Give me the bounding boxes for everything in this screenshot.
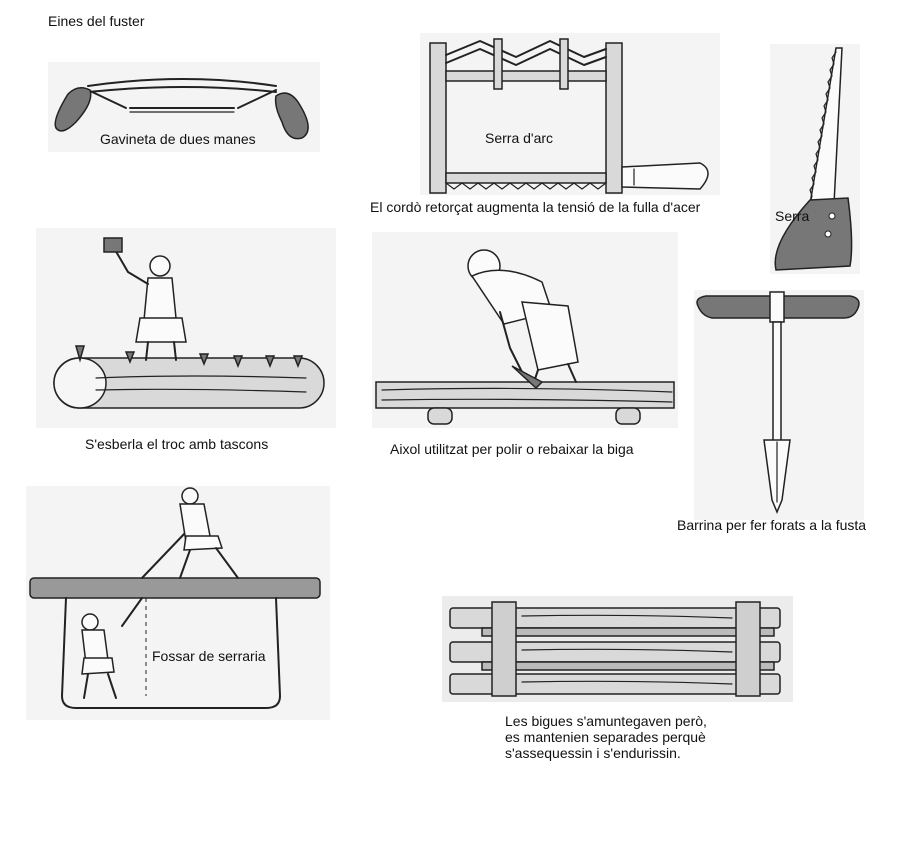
saw-pit-illustration bbox=[26, 486, 330, 720]
stacked-beams-caption-line-3: s'assequessin i s'endurissin. bbox=[505, 745, 681, 761]
auger-label: Barrina per fer forats a la fusta bbox=[677, 517, 867, 533]
drawknife-label: Gavineta de dues manes bbox=[100, 131, 256, 147]
splitting-log-illustration bbox=[36, 228, 336, 428]
stacked-beams-caption-line-2: es mantenien separades perquè bbox=[505, 729, 706, 745]
bow-saw-note: El cordò retorçat augmenta la tensió de … bbox=[370, 199, 701, 215]
splitting-label: S'esberla el troc amb tascons bbox=[85, 436, 269, 452]
saw-label: Serra bbox=[775, 208, 810, 224]
bow-saw-illustration bbox=[420, 33, 720, 195]
saw-illustration bbox=[770, 44, 860, 274]
auger-illustration bbox=[694, 290, 864, 520]
adze-illustration bbox=[372, 232, 678, 428]
stacked-beams-caption-line-1: Les bigues s'amuntegaven però, bbox=[505, 713, 707, 729]
stacked-beams-caption: Les bigues s'amuntegaven però, es manten… bbox=[505, 713, 707, 761]
bow-saw-label: Serra d'arc bbox=[485, 130, 554, 146]
drawknife-illustration bbox=[48, 62, 320, 152]
saw-pit-label: Fossar de serraria bbox=[152, 648, 266, 664]
adze-label: Aixol utilitzat per polir o rebaixar la … bbox=[390, 441, 634, 457]
stacked-beams-illustration bbox=[442, 596, 793, 702]
page-title: Eines del fuster bbox=[48, 13, 145, 29]
